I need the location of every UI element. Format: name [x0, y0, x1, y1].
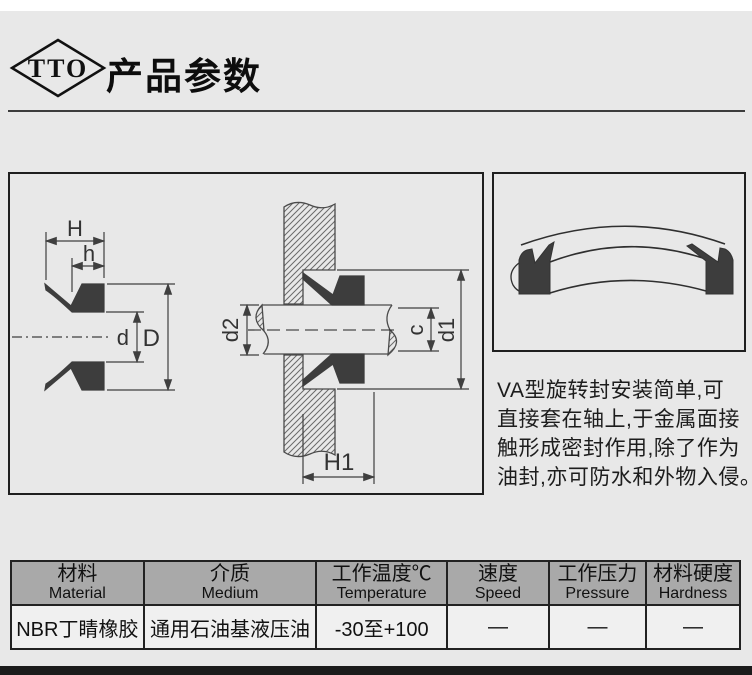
ring-band-arcs — [510, 225, 726, 294]
dim-label-h: h — [83, 241, 95, 266]
header-en: Speed — [474, 585, 522, 602]
dim-label-H: H — [67, 216, 83, 241]
dim-label-d1: d1 — [434, 318, 459, 342]
dim-label-H1: H1 — [324, 449, 355, 476]
shaft-break-left — [255, 303, 265, 333]
mounted-seal-lower — [302, 353, 365, 388]
ring-middle-arc — [549, 245, 707, 263]
spec-table: 材料 Material 介质 Medium 工作温度℃ Temperature … — [10, 560, 742, 650]
header-cell-speed: 速度 Speed — [445, 560, 550, 606]
cell-pressure: — — [547, 604, 647, 650]
header-en: Pressure — [565, 585, 630, 602]
header-divider — [8, 110, 745, 112]
description-line: 触形成密封作用,除了作为 — [497, 437, 740, 460]
header-zh: 介质 — [210, 563, 251, 585]
technical-drawing-panel: H h d D — [8, 172, 484, 495]
header-en: Medium — [201, 585, 259, 602]
header-en: Material — [48, 585, 106, 602]
ring-left-surface-curve — [510, 262, 522, 293]
header-cell-temperature: 工作温度℃ Temperature — [315, 560, 448, 606]
ring-inner-arc — [549, 279, 707, 294]
header-en: Temperature — [336, 585, 427, 602]
dim-label-d2: d2 — [218, 318, 243, 342]
header-zh: 速度 — [477, 563, 518, 585]
cell-hardness: — — [644, 604, 742, 650]
description-line: VA型旋转封安装简单,可 — [497, 379, 725, 402]
ring-cut-face-right — [686, 243, 734, 295]
shaft-break-right — [387, 328, 398, 357]
seal-cross-section-view: H h d D — [12, 216, 175, 392]
page-title: 产品参数 — [106, 56, 262, 97]
header-cell-pressure: 工作压力 Pressure — [547, 560, 647, 606]
diamond-logo-shape — [9, 38, 107, 98]
shaft-outline — [262, 304, 392, 355]
header-zh: 工作压力 — [557, 563, 638, 585]
ring-outer-arc — [520, 225, 726, 246]
dim-d1-extension-lines — [337, 269, 469, 390]
logo-text: TTO — [28, 54, 88, 83]
product-description: VA型旋转封安装简单,可 直接套在轴上,于金属面接 触形成密封作用,除了作为 油… — [497, 376, 752, 492]
header-en: Hardness — [658, 585, 728, 602]
cell-medium: 通用石油基液压油 — [142, 604, 318, 650]
mounted-seal-upper — [302, 271, 365, 306]
header-zh: 材料硬度 — [652, 563, 733, 585]
installation-dimensions: d2 c d1 H1 — [218, 268, 469, 484]
top-white-strip — [0, 0, 752, 11]
bottom-dark-bar — [0, 666, 752, 675]
seal-3d-view-panel — [492, 172, 746, 352]
dim-H1-extension-lines — [302, 392, 375, 484]
housing-wall-upper — [283, 201, 336, 305]
header-zh: 工作温度℃ — [331, 563, 432, 585]
cell-temperature: -30至+100 — [315, 604, 448, 650]
brand-logo: TTO — [9, 38, 107, 98]
cell-speed: — — [445, 604, 550, 650]
seal-3d-view — [510, 225, 734, 295]
seal-profile-top — [44, 282, 105, 313]
dim-label-D: D — [143, 325, 160, 352]
header-zh: 材料 — [57, 563, 98, 585]
dim-D-extension-lines — [107, 283, 175, 391]
housing-wall-lower — [283, 354, 336, 458]
spec-table-header-row: 材料 Material 介质 Medium 工作温度℃ Temperature … — [10, 560, 742, 606]
technical-drawing: H h d D — [12, 201, 469, 484]
description-line: 油封,亦可防水和外物入侵。 — [497, 466, 752, 489]
cell-material: NBR丁睛橡胶 — [10, 604, 145, 650]
header-cell-medium: 介质 Medium — [142, 560, 318, 606]
shaft-break-left-curve — [262, 330, 269, 355]
header-cell-material: 材料 Material — [10, 560, 145, 606]
seal-profile-bottom — [44, 361, 105, 392]
spec-table-data-row: NBR丁睛橡胶 通用石油基液压油 -30至+100 — — — — [10, 604, 742, 650]
ring-cut-face-left — [518, 240, 555, 295]
dim-label-c: c — [403, 325, 428, 336]
installation-view — [248, 201, 398, 458]
shaft-break-right-curve — [386, 304, 393, 331]
header-cell-hardness: 材料硬度 Hardness — [644, 560, 742, 606]
description-line: 直接套在轴上,于金属面接 — [497, 408, 740, 431]
dim-label-d: d — [117, 325, 129, 350]
